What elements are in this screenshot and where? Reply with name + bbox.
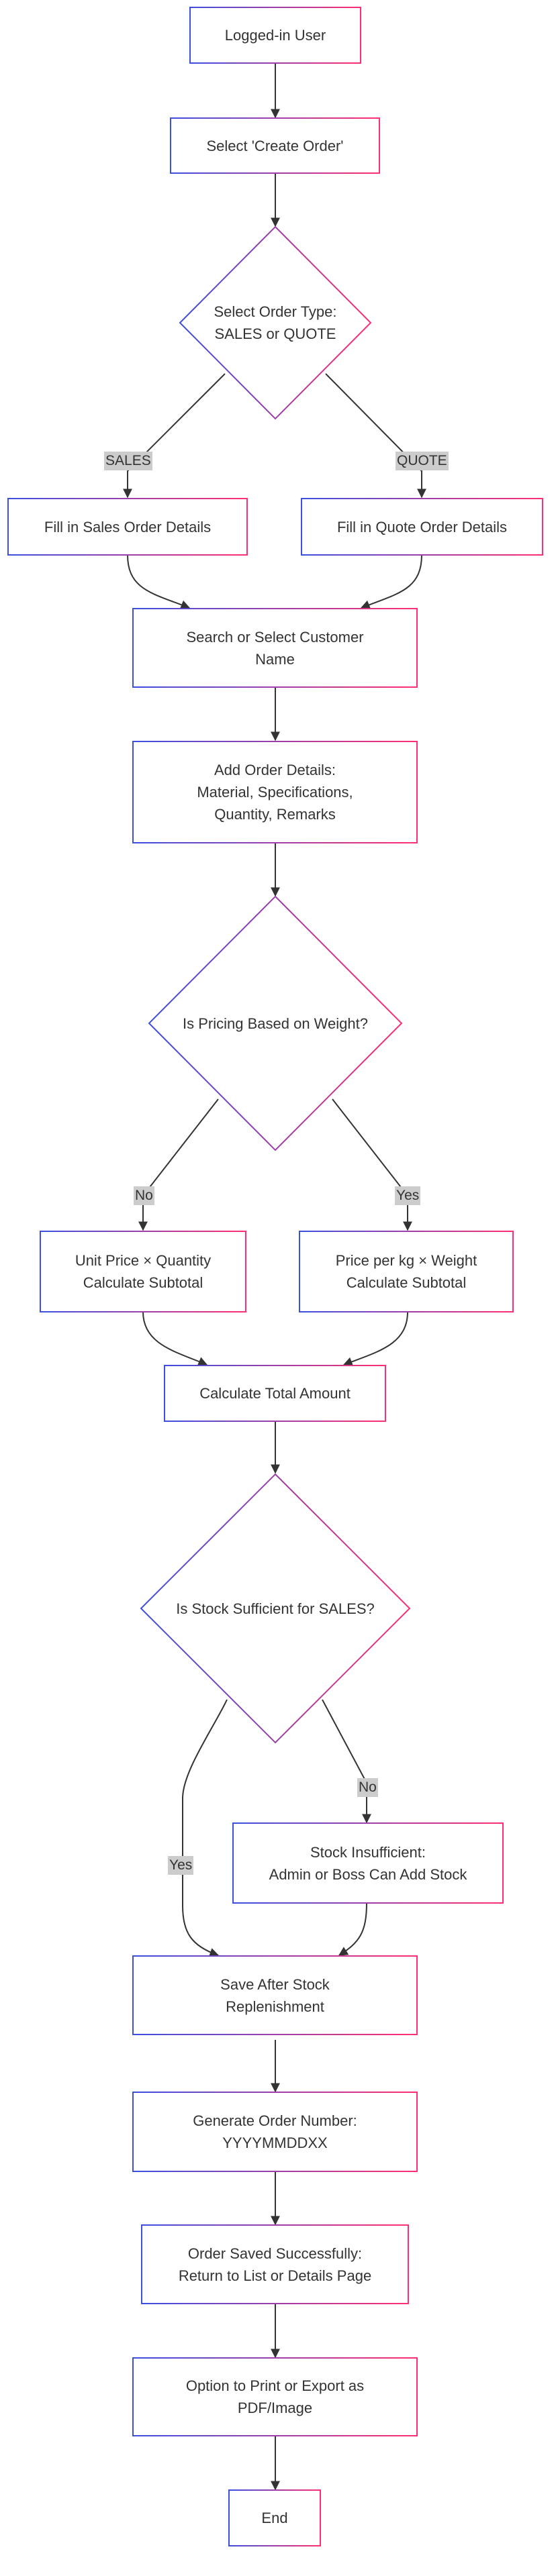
edge-insufficient-save	[338, 1902, 367, 1956]
node-save-after-box	[132, 1955, 418, 2035]
node-customer-box	[132, 608, 418, 688]
node-saved-box	[141, 2224, 409, 2304]
edge-label-quote: QUOTE	[396, 452, 449, 470]
node-order-type-diamond	[179, 225, 372, 420]
node-create-order-box	[170, 117, 380, 174]
edge-label-yes-weight: Yes	[395, 1186, 421, 1205]
node-order-number-box	[132, 2092, 418, 2172]
node-order-details-box	[132, 741, 418, 843]
node-end-box	[228, 2489, 321, 2546]
node-unit-price-box	[40, 1231, 246, 1312]
node-start-box	[189, 7, 361, 64]
node-total-box	[164, 1365, 386, 1422]
edge-label-no-stock: No	[357, 1778, 378, 1797]
node-stock-insufficient-box	[232, 1822, 504, 1904]
node-pricing-diamond	[148, 895, 403, 1151]
edge-quote-customer	[360, 554, 422, 609]
edge-stock-yes	[182, 1699, 228, 1957]
edge-label-no-weight: No	[134, 1186, 154, 1205]
node-quote-details-box	[301, 498, 543, 556]
node-print-export-box	[132, 2357, 418, 2436]
node-weight-price-box	[299, 1231, 514, 1312]
node-sales-details-box	[7, 498, 248, 556]
edge-label-sales: SALES	[104, 452, 152, 470]
edge-sales-customer	[127, 554, 191, 609]
edge-type-sales	[123, 373, 226, 499]
edge-unit-total	[142, 1311, 208, 1366]
edge-stock-no	[322, 1699, 371, 1824]
edge-weight-total	[342, 1311, 408, 1366]
edge-pricing-no	[138, 1098, 219, 1231]
node-stock-diamond	[140, 1473, 411, 1744]
edge-label-yes-stock: Yes	[168, 1856, 194, 1875]
edge-type-quote	[325, 373, 426, 499]
edge-pricing-yes	[332, 1098, 412, 1231]
